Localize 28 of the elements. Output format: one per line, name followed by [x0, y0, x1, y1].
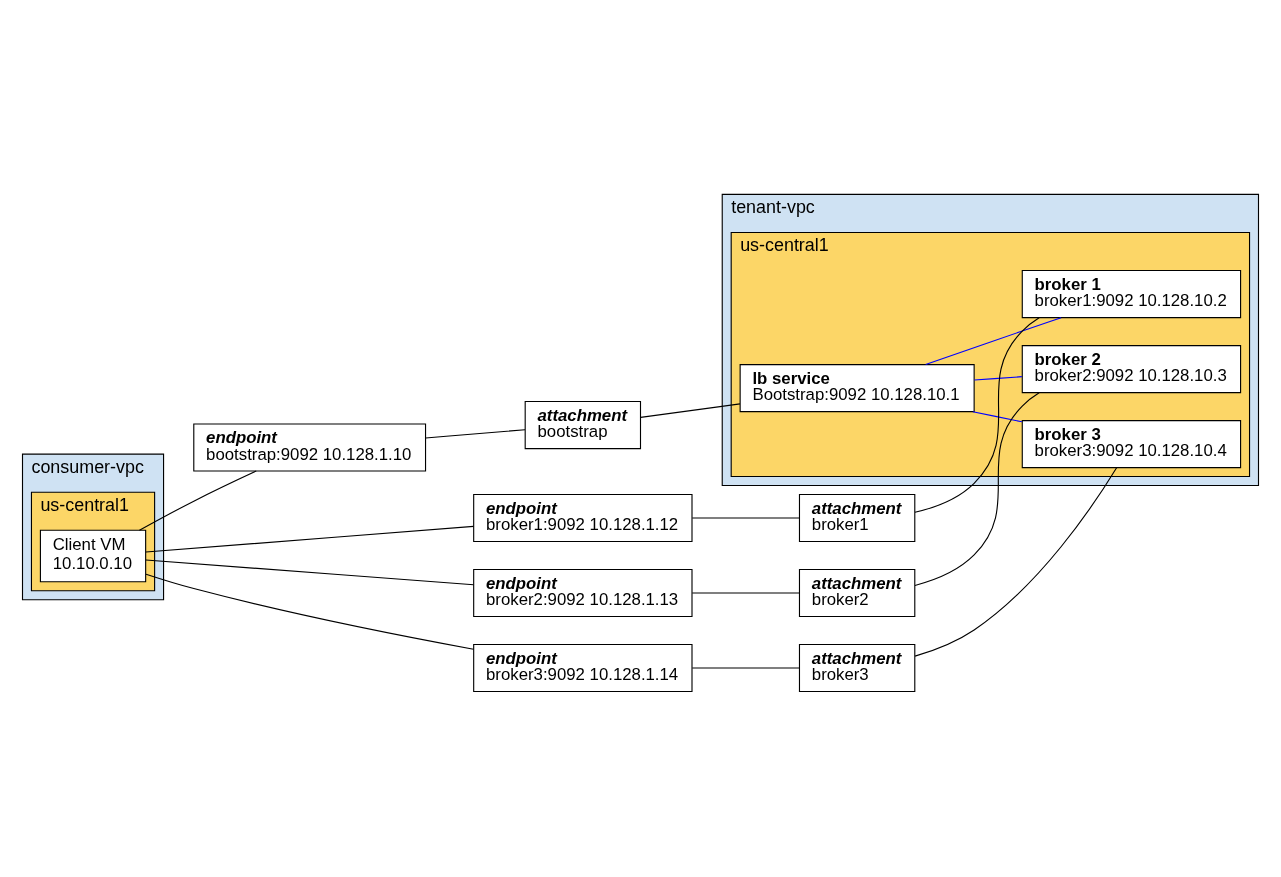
node-box: broker 1 broker1:9092 10.128.10.2: [1021, 270, 1242, 319]
connector: [972, 411, 1023, 423]
connector: [691, 667, 800, 669]
node-box: attachment broker3: [798, 643, 916, 693]
connector: [914, 467, 1118, 657]
connector: [138, 470, 257, 531]
node-box: broker 2 broker2:9092 10.128.10.3: [1021, 345, 1242, 394]
connector: [691, 517, 800, 519]
node-box: broker 3 broker3:9092 10.128.10.4: [1021, 420, 1242, 469]
connector: [973, 376, 1023, 381]
connector: [691, 592, 800, 594]
node-box: endpoint bootstrap:9092 10.128.1.10: [193, 423, 427, 472]
node-box: endpoint broker2:9092 10.128.1.13: [473, 568, 693, 618]
connector: [145, 559, 475, 586]
connector: [145, 573, 475, 650]
connector: [925, 317, 1062, 366]
node-box: endpoint broker1:9092 10.128.1.12: [473, 493, 693, 543]
connector: [145, 525, 475, 553]
node-box: Client VM 10.10.0.10: [39, 529, 147, 583]
node-box: attachment bootstrap: [524, 401, 642, 450]
connector: [914, 392, 1040, 586]
node-box: attachment broker1: [798, 493, 916, 543]
connector: [425, 429, 526, 439]
node-box: lb service Bootstrap:9092 10.128.10.1: [739, 364, 975, 413]
connector: [914, 317, 1040, 513]
connector: [640, 403, 741, 418]
node-box: attachment broker2: [798, 568, 916, 618]
node-box: endpoint broker3:9092 10.128.1.14: [473, 643, 693, 693]
